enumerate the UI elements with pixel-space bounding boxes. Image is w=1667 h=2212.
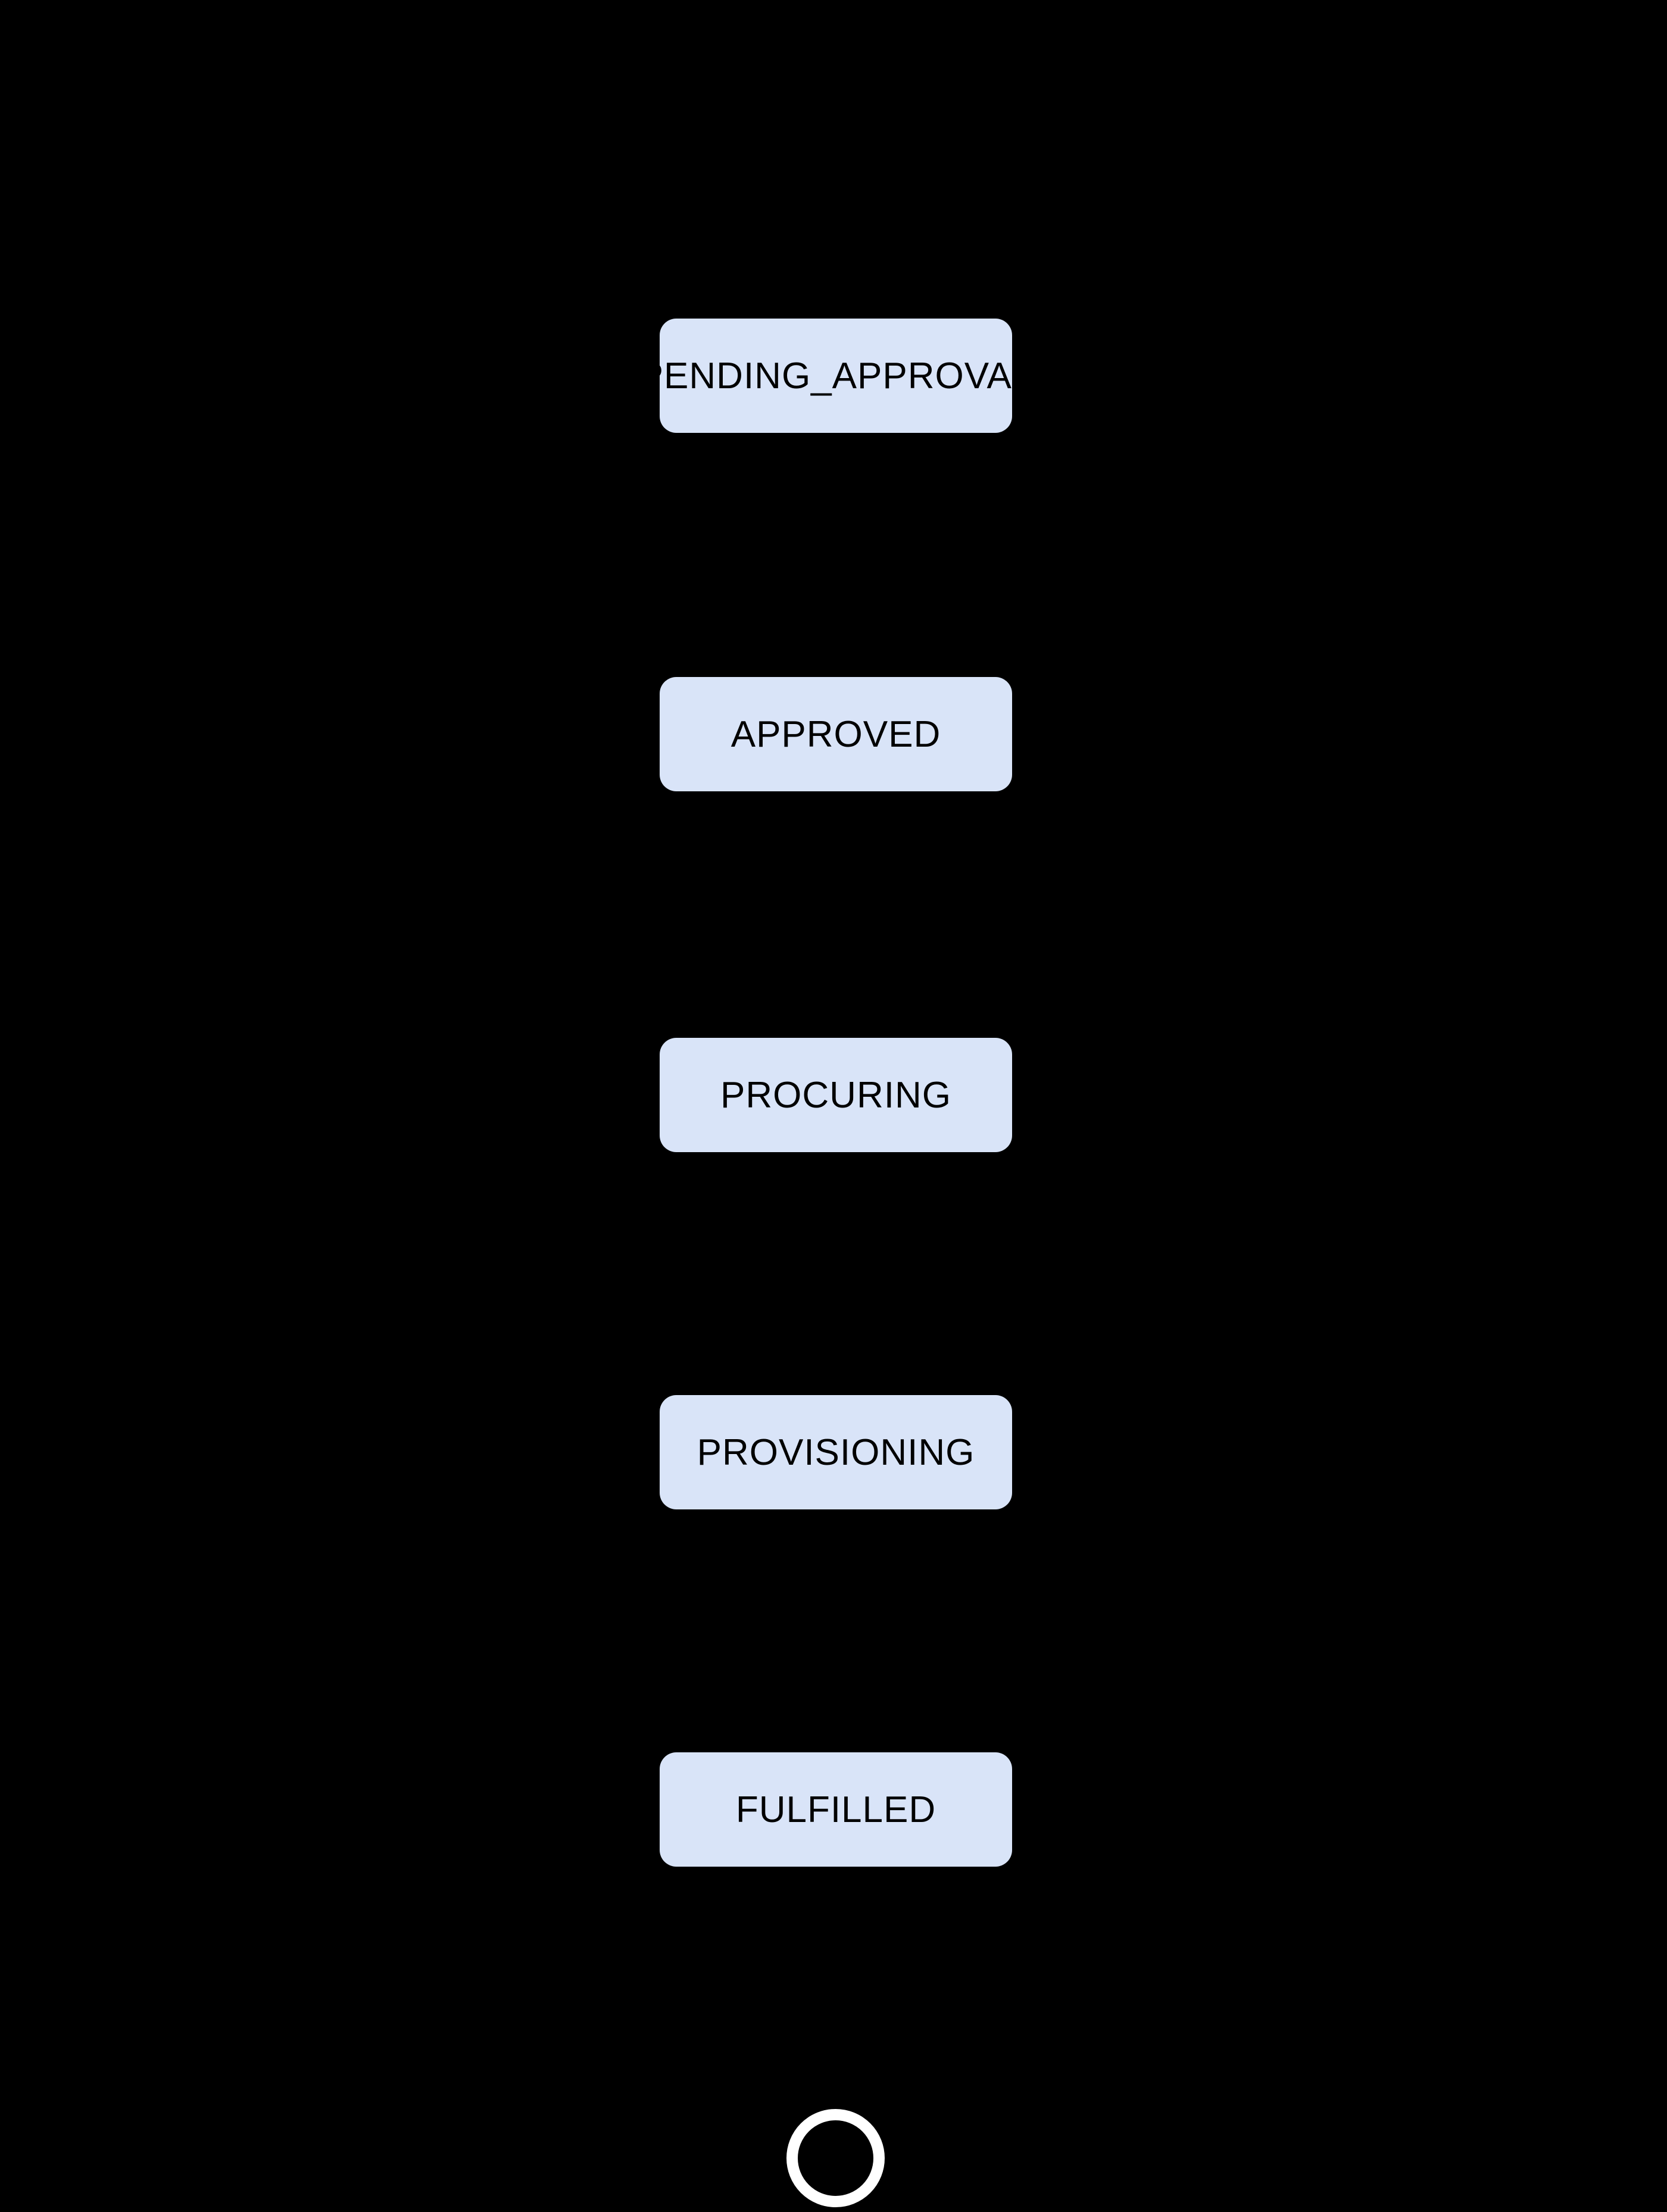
state-node-approved: APPROVED: [660, 677, 1012, 791]
state-node-provisioning: PROVISIONING: [660, 1395, 1012, 1509]
state-label: APPROVED: [731, 713, 941, 755]
state-label: PROVISIONING: [697, 1431, 975, 1473]
end-state-icon: [786, 2109, 885, 2207]
state-node-pending-approval: PENDING_APPROVAL: [639, 319, 1032, 433]
state-node-procuring: PROCURING: [660, 1038, 1012, 1152]
state-label: PROCURING: [720, 1074, 951, 1116]
state-label: FULFILLED: [735, 1789, 936, 1830]
state-label: PENDING_APPROVAL: [638, 355, 1034, 397]
state-node-fulfilled: FULFILLED: [660, 1752, 1012, 1867]
